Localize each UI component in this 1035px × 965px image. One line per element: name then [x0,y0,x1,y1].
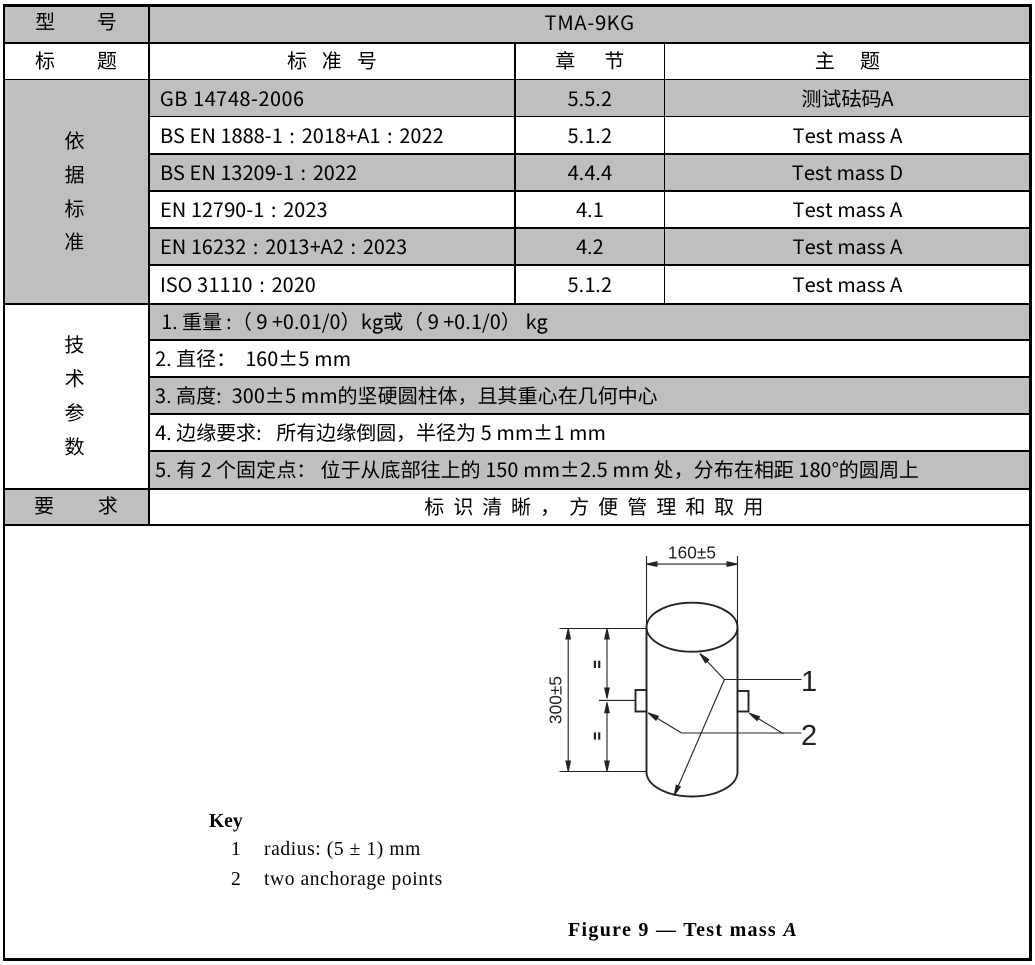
svg-text:1: 1 [801,666,817,698]
svg-text:2: 2 [801,720,817,752]
svg-text:160±5: 160±5 [668,543,716,563]
svg-text:300±5: 300±5 [546,676,566,724]
